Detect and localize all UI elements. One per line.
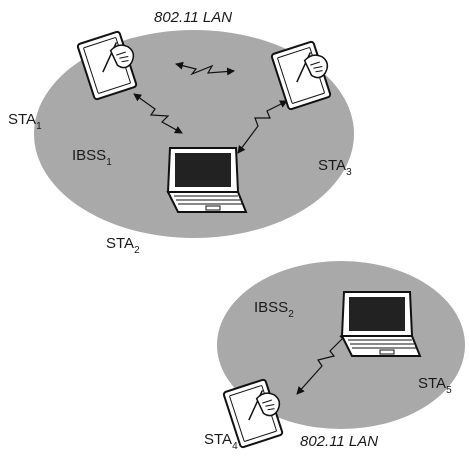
wireless-link-icon (175, 61, 235, 76)
lan-label-bottom: 802.11 LAN (300, 433, 378, 450)
pen-tablet-icon (270, 40, 332, 111)
ibss1-label: IBSS1 (72, 147, 112, 168)
sta1-label: STA1 (8, 111, 42, 132)
laptop-icon (166, 147, 248, 213)
laptop-icon (340, 291, 422, 357)
sta2-label: STA2 (106, 235, 140, 256)
sta4-label: STA4 (204, 431, 238, 452)
lan-label-top: 802.11 LAN (154, 9, 232, 26)
pen-tablet-icon (222, 378, 284, 449)
sta3-label: STA3 (318, 157, 352, 178)
wireless-link-icon (237, 100, 288, 154)
wireless-link-icon (133, 93, 183, 134)
sta5-label: STA5 (418, 375, 452, 396)
ibss2-label: IBSS2 (254, 299, 294, 320)
wireless-link-icon (296, 333, 348, 395)
pen-tablet-icon (76, 30, 138, 101)
